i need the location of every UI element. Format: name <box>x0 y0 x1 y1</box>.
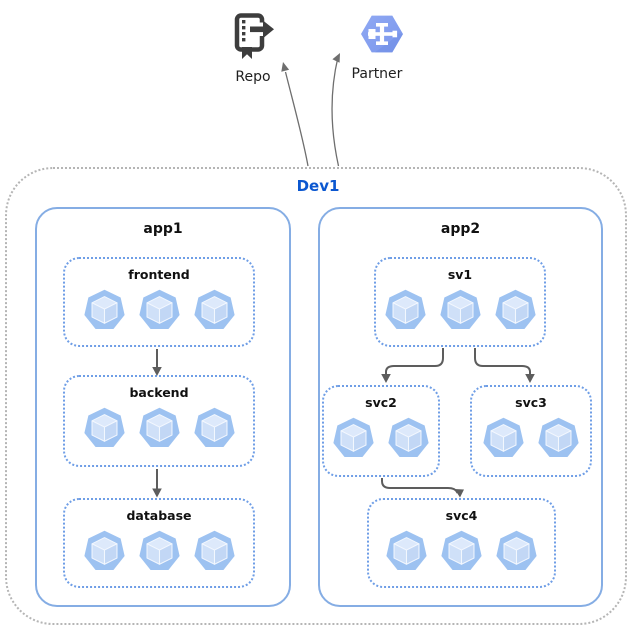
pod-icon[interactable] <box>495 529 538 572</box>
database-pod-row <box>83 529 236 572</box>
cluster-svc2[interactable]: svc2 <box>322 385 440 477</box>
pod-icon[interactable] <box>385 529 428 572</box>
dev1-label: Dev1 <box>296 177 340 195</box>
pod-icon[interactable] <box>83 288 126 331</box>
partner-node[interactable]: Partner <box>344 11 410 82</box>
edge-dev1-partner <box>331 53 340 167</box>
cluster-svc2-title: svc2 <box>365 395 397 410</box>
sv1-pod-row <box>384 288 537 331</box>
pod-icon[interactable] <box>193 529 236 572</box>
pod-icon[interactable] <box>138 529 181 572</box>
pod-icon[interactable] <box>537 416 580 459</box>
repo-node[interactable]: Repo <box>229 12 277 85</box>
pod-icon[interactable] <box>138 288 181 331</box>
pod-icon[interactable] <box>439 288 482 331</box>
pod-icon[interactable] <box>193 288 236 331</box>
backend-pod-row <box>83 406 236 449</box>
cluster-svc3-title: svc3 <box>515 395 547 410</box>
cluster-database-title: database <box>126 508 192 523</box>
cluster-frontend[interactable]: frontend <box>63 257 255 347</box>
cluster-database[interactable]: database <box>63 498 255 588</box>
app2-title: app2 <box>440 221 481 237</box>
pod-icon[interactable] <box>440 529 483 572</box>
app1-title: app1 <box>143 221 183 237</box>
cluster-svc4[interactable]: svc4 <box>367 498 556 588</box>
pod-icon[interactable] <box>494 288 537 331</box>
cluster-svc3[interactable]: svc3 <box>470 385 592 477</box>
partner-label: Partner <box>351 66 403 82</box>
cluster-frontend-title: frontend <box>128 267 190 282</box>
svc3-pod-row <box>482 416 580 459</box>
pod-icon[interactable] <box>193 406 236 449</box>
svc2-pod-row <box>332 416 430 459</box>
repo-label: Repo <box>235 69 271 85</box>
cluster-backend[interactable]: backend <box>63 375 255 467</box>
pod-icon[interactable] <box>384 288 427 331</box>
pod-icon[interactable] <box>138 406 181 449</box>
cluster-sv1[interactable]: sv1 <box>374 257 546 347</box>
edge-dev1-repo <box>281 62 309 167</box>
dev1-boundary[interactable] <box>5 167 627 625</box>
pod-icon[interactable] <box>482 416 525 459</box>
pod-icon[interactable] <box>83 406 126 449</box>
repo-icon <box>234 13 274 59</box>
cluster-sv1-title: sv1 <box>447 267 473 282</box>
cluster-svc4-title: svc4 <box>445 508 478 523</box>
partner-icon <box>361 15 403 53</box>
pod-icon[interactable] <box>332 416 375 459</box>
svc4-pod-row <box>385 529 538 572</box>
pod-icon[interactable] <box>83 529 126 572</box>
cluster-backend-title: backend <box>129 385 189 400</box>
pod-icon[interactable] <box>387 416 430 459</box>
frontend-pod-row <box>83 288 236 331</box>
